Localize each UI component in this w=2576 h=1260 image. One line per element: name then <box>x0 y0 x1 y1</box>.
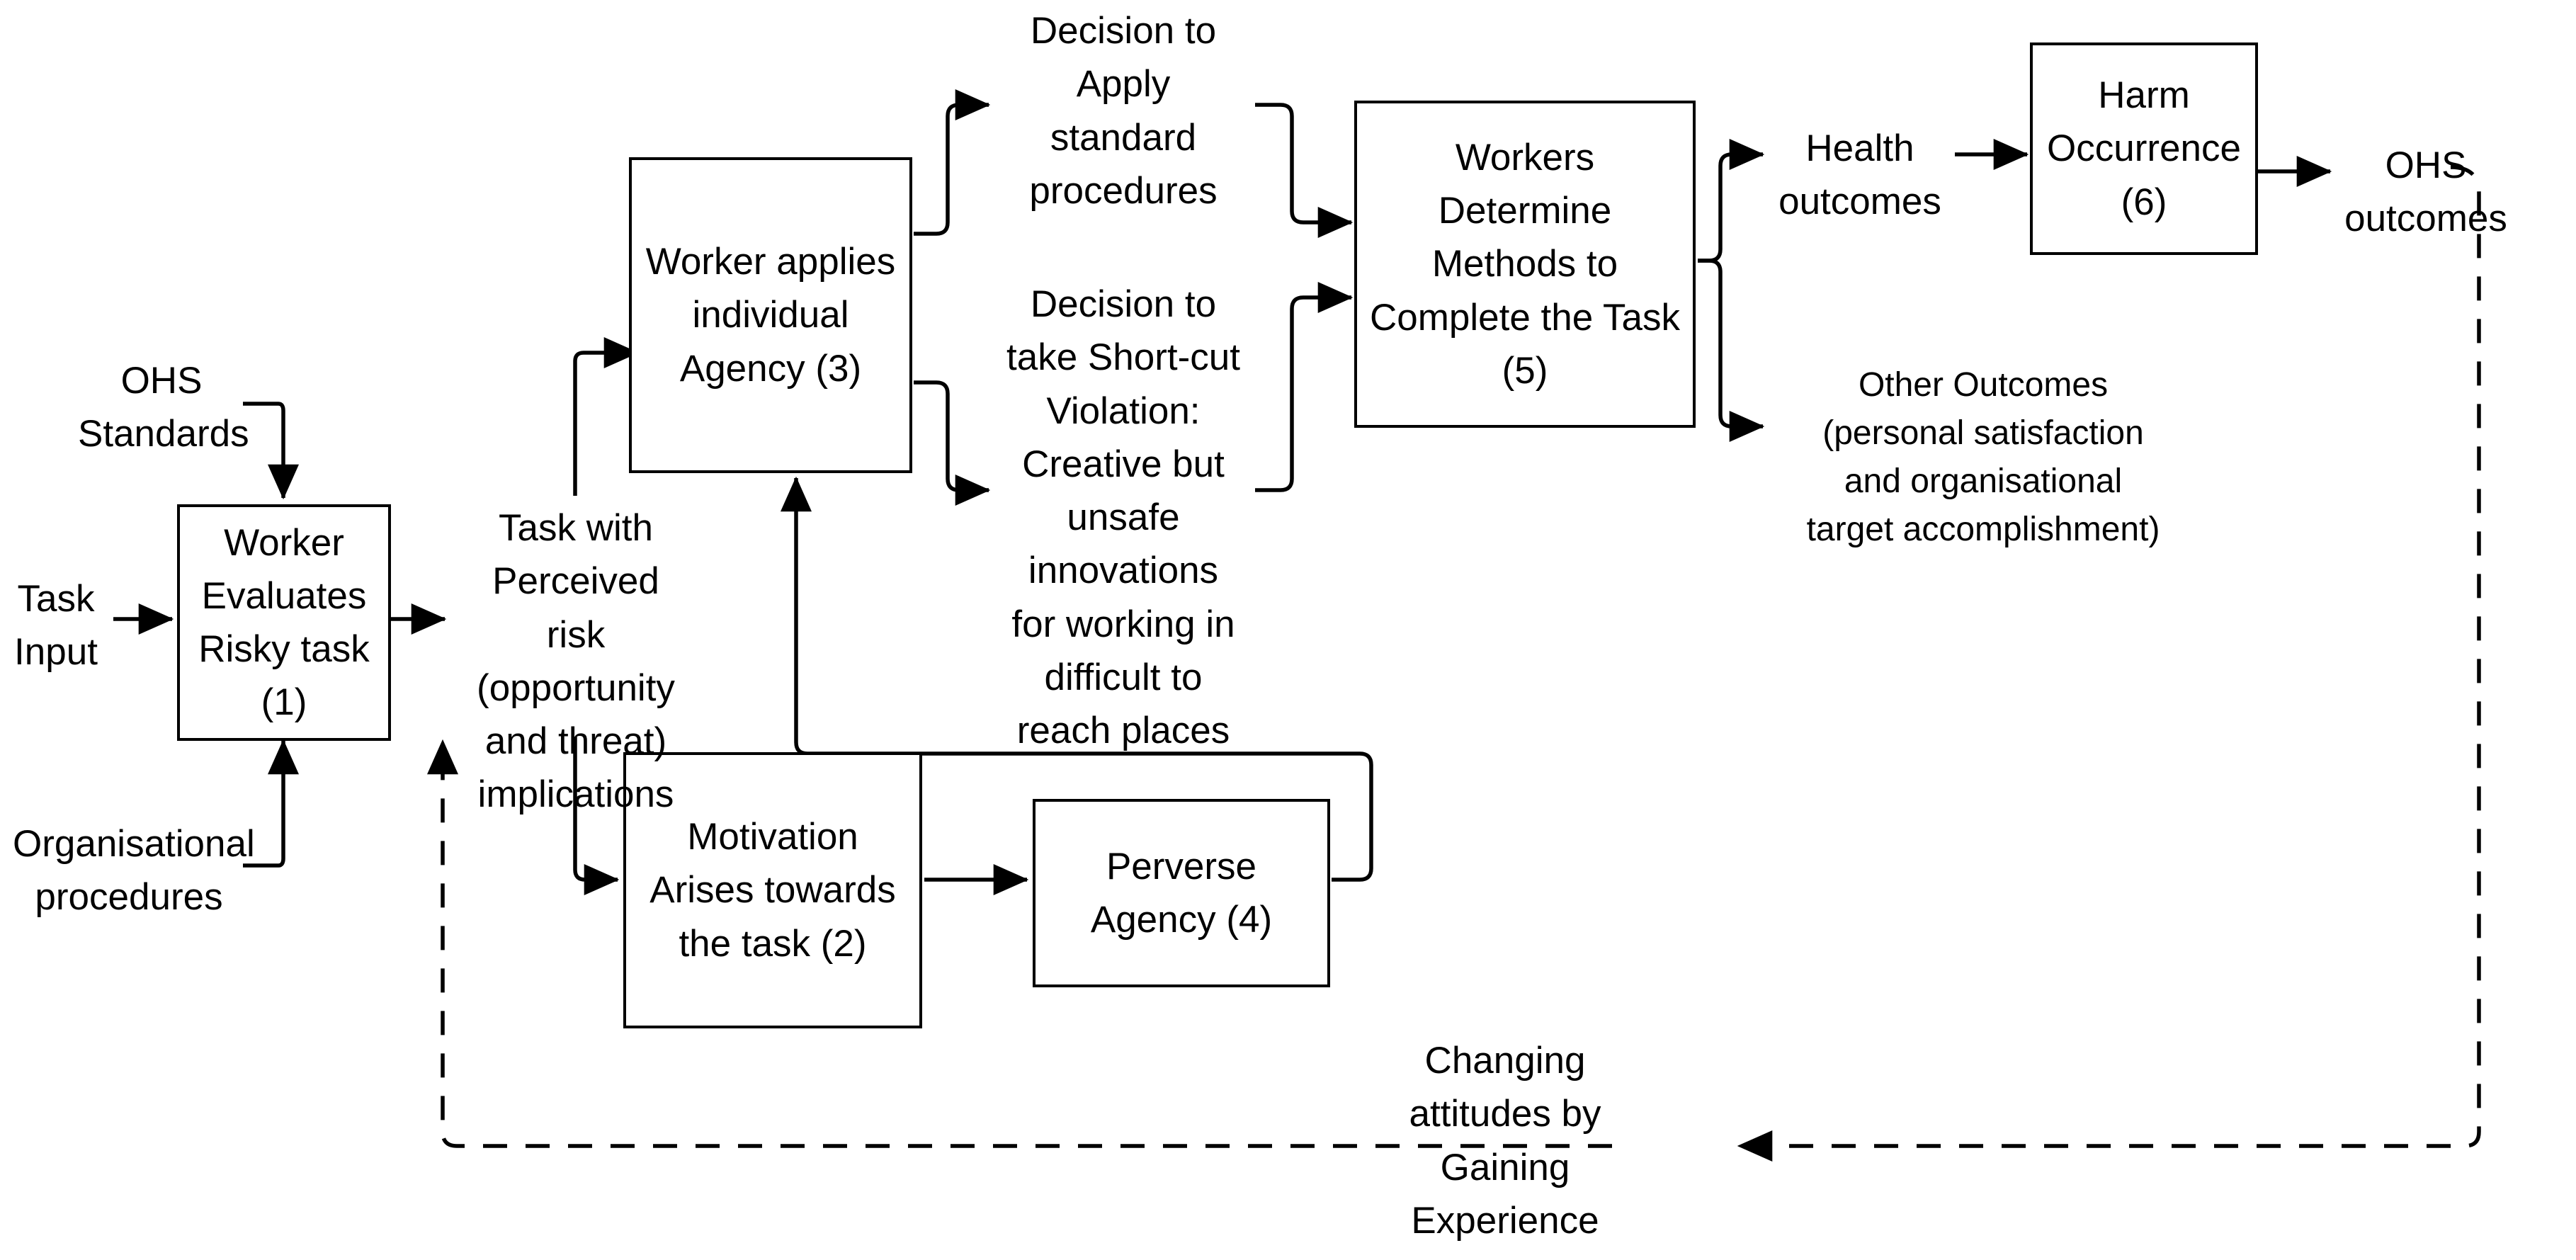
edge-box3-to-decision-apply <box>914 89 991 236</box>
label-ohs-outcomes: OHS outcomes <box>2344 144 2507 240</box>
label-ohs-standards: OHS Standards <box>78 360 249 455</box>
node-worker-applies-individual-agency[interactable]: Worker applies individual Agency (3) <box>629 157 912 473</box>
label-task-input: Task Input <box>14 578 98 674</box>
node-motivation-arises[interactable]: Motivation Arises towards the task (2) <box>623 752 922 1028</box>
edge-decision-apply-to-box5 <box>1255 103 1354 238</box>
label-changing-attitudes-by-gaining-experience: Changing attitudes by Gaining Experience <box>1409 1040 1601 1242</box>
node-harm-occurrence[interactable]: Harm Occurrence (6) <box>2030 42 2258 255</box>
node-worker-evaluates-risky-task[interactable]: Worker Evaluates Risky task (1) <box>177 504 391 741</box>
node-workers-determine-methods[interactable]: Workers Determine Methods to Complete th… <box>1354 101 1696 428</box>
label-health-outcomes: Health outcomes <box>1778 127 1941 223</box>
edge-box3-to-decision-shortcut <box>914 380 991 506</box>
label-decision-to-take-short-cut-violation: Decision to take Short-cut Violation: Cr… <box>1006 283 1240 751</box>
edge-decision-shortcut-to-box5 <box>1255 282 1354 492</box>
edge-box5-to-other-outcomes <box>1698 259 1765 442</box>
label-other-outcomes: Other Outcomes (personal satisfaction an… <box>1806 366 2160 549</box>
node-perverse-agency[interactable]: Perverse Agency (4) <box>1033 799 1330 987</box>
label-organisational-procedures: Organisational procedures <box>13 823 255 919</box>
edge-perceived-risk-to-box3 <box>573 337 640 496</box>
edge-ohs-outcomes-feedback-to-box1 <box>1737 165 2481 1162</box>
label-decision-to-apply-standard-procedures: Decision to Apply standard procedures <box>1029 10 1218 212</box>
label-task-with-perceived-risk: Task with Perceived risk (opportunity an… <box>477 507 675 816</box>
edge-box5-to-health-outcomes <box>1698 139 1765 263</box>
